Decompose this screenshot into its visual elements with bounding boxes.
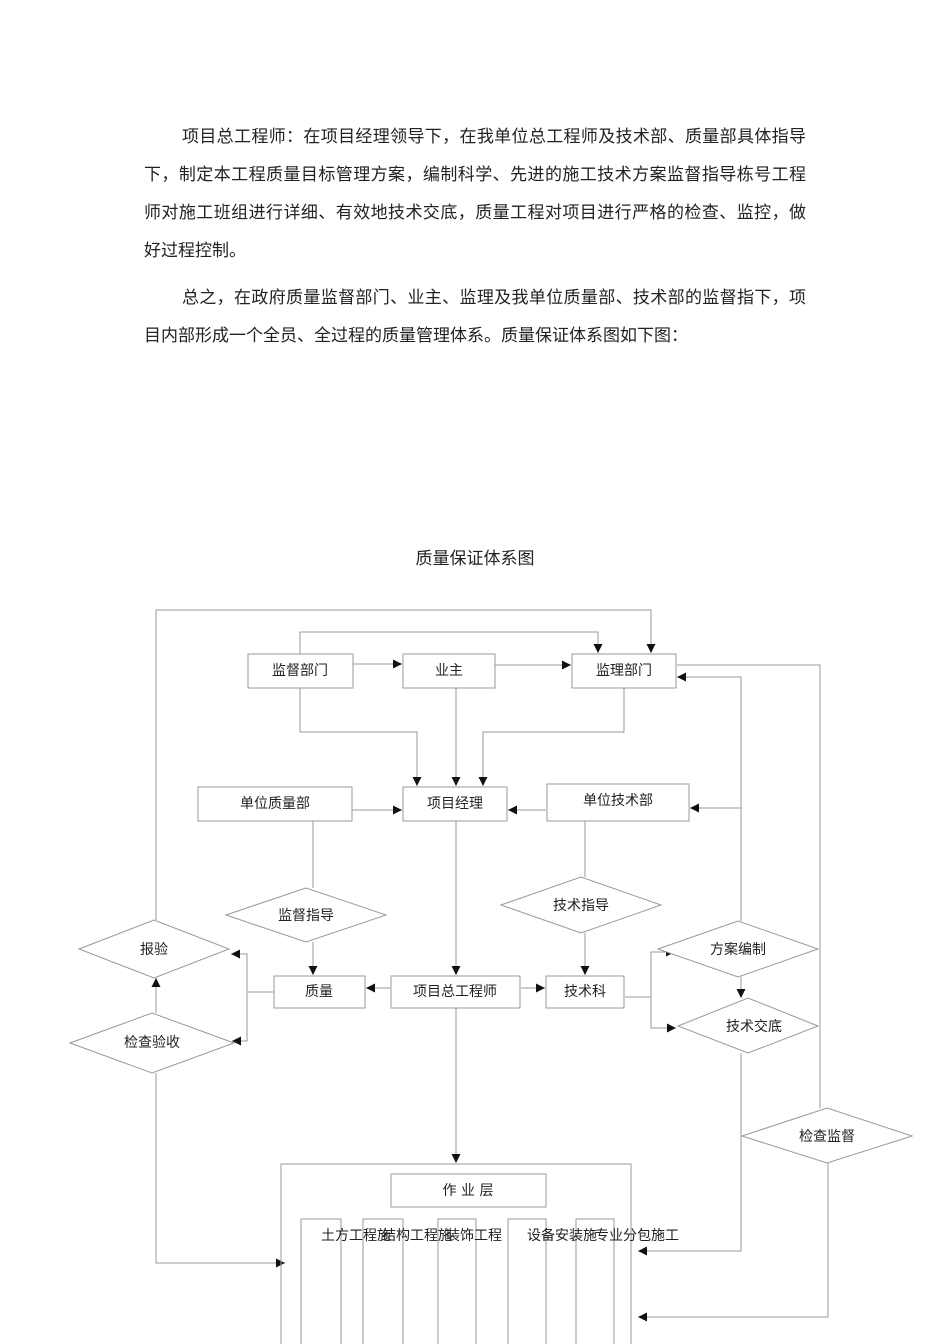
label-work-item-subcontract: 专业分包施工 bbox=[595, 1228, 679, 1244]
label-work-item-equipment: 设备安装施 bbox=[527, 1227, 597, 1244]
label-work-item-decoration: 装饰工程 bbox=[446, 1228, 502, 1244]
line-check-to-work bbox=[155, 1073, 285, 1268]
line-disclosure-to-work bbox=[638, 1053, 742, 1256]
box-quality bbox=[273, 975, 366, 1009]
label-supervise-guide: 监督指导 bbox=[278, 908, 334, 924]
label-check-supervise: 检查监督 bbox=[799, 1129, 855, 1145]
line-supervision-to-pm bbox=[299, 688, 422, 786]
line-section-to-plan bbox=[625, 947, 675, 998]
label-owner: 业主 bbox=[435, 663, 463, 679]
line-quality-to-report bbox=[231, 949, 273, 993]
label-supervisor-dept: 监理部门 bbox=[596, 663, 652, 679]
box-unit-quality bbox=[197, 786, 353, 822]
line-check-to-supervisor bbox=[677, 664, 821, 1108]
connector-lines bbox=[151, 609, 829, 1344]
label-plan-preparation: 方案编制 bbox=[710, 941, 766, 958]
label-tech-section: 技术科 bbox=[564, 984, 606, 1000]
line-section-to-disclosure bbox=[650, 997, 676, 1033]
label-unit-quality: 单位质量部 bbox=[240, 796, 310, 812]
work-layer-frame bbox=[280, 1163, 632, 1344]
line-supervision-to-supervisor-top bbox=[299, 631, 603, 654]
label-project-manager: 项目经理 bbox=[427, 796, 483, 812]
label-work-layer: 作 业 层 bbox=[443, 1183, 494, 1199]
label-chief-engineer: 项目总工程师 bbox=[413, 984, 497, 1000]
diamond-check-supervise bbox=[740, 1107, 914, 1164]
label-report: 报验 bbox=[140, 942, 168, 958]
diamond-supervise-guide bbox=[224, 887, 388, 943]
line-plan-to-supervisor bbox=[677, 672, 742, 808]
label-unit-tech: 单位技术部 bbox=[583, 793, 653, 809]
label-check-acceptance: 检查验收 bbox=[124, 1035, 180, 1051]
box-tech-section bbox=[545, 975, 625, 1009]
box-supervisor-dept bbox=[571, 653, 677, 689]
box-work-layer bbox=[390, 1173, 547, 1208]
paragraph-summary: 总之，在政府质量监督部门、业主、监理及我单位质量部、技术部的监督指下，项目内部形… bbox=[144, 288, 806, 346]
label-tech-disclosure: 技术交底 bbox=[726, 1018, 782, 1035]
diamond-check-acceptance bbox=[68, 1012, 236, 1074]
line-report-to-supervisor bbox=[155, 609, 656, 920]
label-supervision-dept: 监督部门 bbox=[272, 663, 328, 679]
line-checksup-to-work bbox=[638, 1163, 829, 1322]
line-supervisor-to-pm bbox=[478, 688, 625, 786]
box-supervision-dept bbox=[247, 653, 354, 689]
box-project-manager bbox=[402, 786, 508, 822]
paragraph-chief-engineer: 项目总工程师：在项目经理领导下，在我单位总工程师及技术部、质量部具体指导下，制定… bbox=[144, 127, 806, 261]
diamond-plan-preparation bbox=[656, 920, 820, 978]
diamond-tech-disclosure bbox=[676, 997, 820, 1054]
box-owner bbox=[402, 653, 496, 689]
box-chief-engineer bbox=[390, 975, 521, 1009]
label-work-item-structure: 结构工程施 bbox=[382, 1228, 452, 1244]
line-plan-to-tech-dept bbox=[690, 803, 742, 921]
line-quality-to-check bbox=[232, 992, 248, 1046]
diamond-tech-guide bbox=[499, 876, 663, 934]
box-unit-tech bbox=[546, 783, 690, 822]
label-tech-guide: 技术指导 bbox=[553, 898, 609, 914]
label-work-item-earthwork: 土方工程施 bbox=[321, 1228, 391, 1244]
label-quality: 质量 bbox=[305, 984, 333, 1000]
diagram-title: 质量保证体系图 bbox=[415, 549, 535, 569]
diamond-report bbox=[77, 919, 231, 979]
